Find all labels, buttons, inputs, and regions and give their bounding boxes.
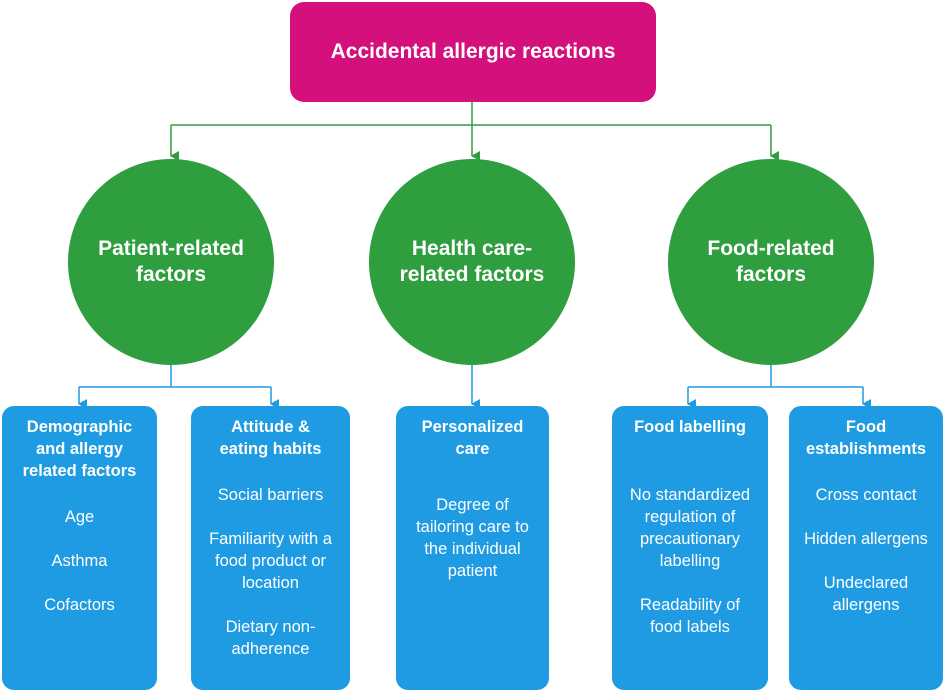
leaf-title: Food labelling [634,418,746,436]
leaf-item: Degree of tailoring care to the individu… [416,496,529,580]
leaf-item: Dietary non- adherence [225,618,316,658]
leaf-item: Age [64,508,95,526]
leaf-personalized-care: Personalized care Degree of tailoring ca… [396,406,549,690]
leaf-item: Asthma [51,552,108,570]
category-food-related: Food-related factors [668,159,874,365]
leaf-title: Personalized care [421,418,524,458]
leaf-item: Familiarity with a food product or locat… [209,530,332,592]
leaf-item: Hidden allergens [804,530,928,548]
leaf-title: Food establishments [805,418,927,458]
leaf-demographic: Demographic and allergy related factors … [2,406,157,690]
leaf-attitude: Attitude & eating habits Social barriers… [191,406,350,690]
leaf-item: Social barriers [217,486,324,504]
category-patient-related: Patient-related factors [68,159,274,365]
root-connectors [170,102,779,161]
leaf-title: Attitude & eating habits [219,418,322,458]
root-node: Accidental allergic reactions [290,2,656,102]
leaf-item: No standardized regulation of precaution… [629,486,751,570]
category-health-care-related: Health care- related factors [369,159,575,365]
root-label: Accidental allergic reactions [330,40,616,63]
patient-connectors [78,365,279,409]
food-connectors [687,365,871,409]
leaf-title: Demographic and allergy related factors [22,418,137,480]
category-label: Patient-related factors [98,237,244,286]
leaf-item: Cofactors [44,596,115,614]
leaf-item: Undeclared allergens [823,574,909,614]
leaf-food-labelling: Food labelling No standardized regulatio… [612,406,768,690]
leaf-food-establishments: Food establishments Cross contact Hidden… [789,406,943,690]
leaf-item: Readability of food labels [640,596,740,636]
category-label: Food-related factors [707,237,835,286]
category-label: Health care- related factors [399,237,545,286]
leaf-item: Cross contact [815,486,917,504]
